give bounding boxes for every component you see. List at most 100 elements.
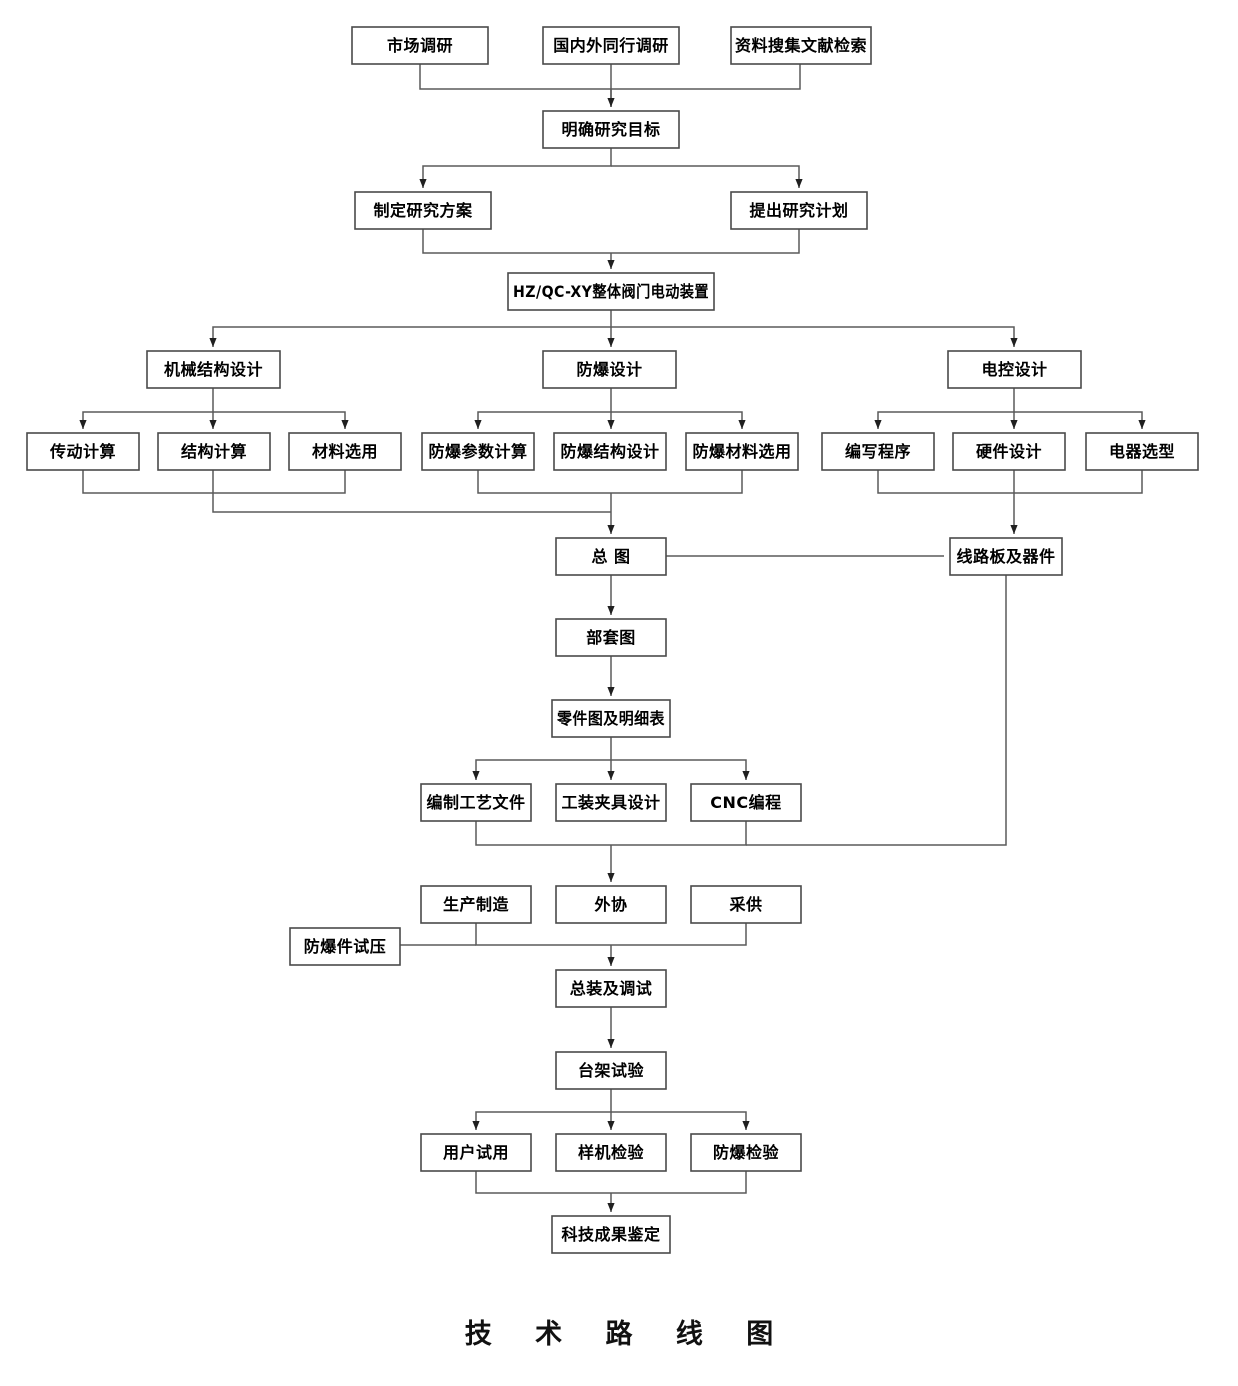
- flow-node[interactable]: 防爆设计: [542, 350, 677, 389]
- flow-node[interactable]: 科技成果鉴定: [551, 1215, 671, 1254]
- flow-node-box[interactable]: [542, 350, 677, 389]
- flow-node[interactable]: 防爆参数计算: [421, 432, 535, 471]
- flow-node[interactable]: 市场调研: [351, 26, 489, 65]
- flow-node-box[interactable]: [420, 885, 532, 924]
- flow-node[interactable]: HZ/QC-XY整体阀门电动装置: [507, 272, 715, 311]
- arrow-head: [1010, 338, 1018, 347]
- flow-node-label: 硬件设计: [976, 442, 1042, 461]
- flow-node[interactable]: 材料选用: [288, 432, 402, 471]
- flow-node[interactable]: 防爆检验: [690, 1133, 802, 1172]
- flow-node-box[interactable]: [555, 618, 667, 657]
- flow-node-box[interactable]: [157, 432, 271, 471]
- flow-node-box[interactable]: [421, 432, 535, 471]
- flow-node[interactable]: 生产制造: [420, 885, 532, 924]
- flow-node[interactable]: 传动计算: [26, 432, 140, 471]
- flow-node[interactable]: 部套图: [555, 618, 667, 657]
- arrow-head: [1010, 525, 1018, 534]
- flow-node[interactable]: 编制工艺文件: [420, 783, 532, 822]
- flow-node-box[interactable]: [690, 1133, 802, 1172]
- flow-node-box[interactable]: [553, 432, 667, 471]
- arrow-head: [1010, 420, 1018, 429]
- flow-node[interactable]: 工装夹具设计: [555, 783, 667, 822]
- flow-node[interactable]: 防爆材料选用: [685, 432, 799, 471]
- flow-node-label: 编制工艺文件: [426, 793, 525, 812]
- flow-node-box[interactable]: [555, 885, 667, 924]
- flow-node[interactable]: 电器选型: [1085, 432, 1199, 471]
- flow-node[interactable]: 外协: [555, 885, 667, 924]
- flow-node-box[interactable]: [555, 1051, 667, 1090]
- flow-node[interactable]: 总装及调试: [555, 969, 667, 1008]
- flow-node[interactable]: 防爆结构设计: [553, 432, 667, 471]
- flow-node[interactable]: 台架试验: [555, 1051, 667, 1090]
- flow-node-box[interactable]: [949, 537, 1063, 576]
- flow-node-box[interactable]: [690, 783, 802, 822]
- flow-node-label: 采供: [728, 895, 762, 914]
- flow-node-box[interactable]: [288, 432, 402, 471]
- flow-node[interactable]: 采供: [690, 885, 802, 924]
- flow-node[interactable]: 电控设计: [947, 350, 1082, 389]
- flow-node[interactable]: 防爆件试压: [289, 927, 401, 966]
- flow-node-box[interactable]: [351, 26, 489, 65]
- flow-node[interactable]: 零件图及明细表: [551, 699, 671, 738]
- arrow-head: [1138, 420, 1146, 429]
- flow-node[interactable]: CNC编程: [690, 783, 802, 822]
- arrow-head: [607, 1203, 615, 1212]
- flow-node[interactable]: 提出研究计划: [730, 191, 868, 230]
- connector-line: [213, 411, 346, 429]
- flow-node-box[interactable]: [26, 432, 140, 471]
- flow-node-box[interactable]: [146, 350, 281, 389]
- flow-node-label: 机械结构设计: [164, 360, 263, 379]
- arrow-head: [742, 1121, 750, 1130]
- arrow-head: [607, 98, 615, 107]
- flow-node[interactable]: 硬件设计: [952, 432, 1066, 471]
- flow-node-box[interactable]: [507, 272, 715, 311]
- flow-node[interactable]: 制定研究方案: [354, 191, 492, 230]
- flow-node-label: 国内外同行调研: [553, 36, 669, 55]
- arrow-head: [472, 1121, 480, 1130]
- flow-node[interactable]: 结构计算: [157, 432, 271, 471]
- arrow-head: [472, 771, 480, 780]
- flow-node-box[interactable]: [1085, 432, 1199, 471]
- flow-node-box[interactable]: [730, 26, 872, 65]
- flow-node-box[interactable]: [952, 432, 1066, 471]
- connector-line: [475, 1089, 612, 1130]
- flow-node-label: 提出研究计划: [749, 201, 848, 220]
- flow-node[interactable]: 编写程序: [821, 432, 935, 471]
- flow-node-label: 编写程序: [845, 442, 911, 461]
- flow-node-label: 防爆结构设计: [560, 442, 659, 461]
- flow-node-box[interactable]: [730, 191, 868, 230]
- flow-node-box[interactable]: [821, 432, 935, 471]
- flow-node-box[interactable]: [542, 26, 680, 65]
- connector-line: [422, 229, 800, 254]
- flow-node-label: 工装夹具设计: [561, 793, 660, 812]
- flow-node-box[interactable]: [947, 350, 1082, 389]
- flow-node-box[interactable]: [542, 110, 680, 149]
- arrow-head: [607, 1121, 615, 1130]
- flow-node[interactable]: 资料搜集文献检索: [730, 26, 872, 65]
- flow-node[interactable]: 总 图: [555, 537, 667, 576]
- flow-node[interactable]: 明确研究目标: [542, 110, 680, 149]
- flow-node-box[interactable]: [555, 783, 667, 822]
- flow-node-box[interactable]: [555, 969, 667, 1008]
- flow-node[interactable]: 样机检验: [555, 1133, 667, 1172]
- flow-node-box[interactable]: [289, 927, 401, 966]
- flow-node[interactable]: 国内外同行调研: [542, 26, 680, 65]
- flow-node[interactable]: 机械结构设计: [146, 350, 281, 389]
- flow-node-box[interactable]: [420, 783, 532, 822]
- flow-node-box[interactable]: [555, 1133, 667, 1172]
- flow-node-box[interactable]: [685, 432, 799, 471]
- connector-line: [419, 64, 801, 90]
- flow-node-box[interactable]: [551, 1215, 671, 1254]
- flow-node[interactable]: 线路板及器件: [949, 537, 1063, 576]
- flow-node[interactable]: 用户试用: [420, 1133, 532, 1172]
- flow-node-box[interactable]: [555, 537, 667, 576]
- page-title: 技 术 路 线 图: [464, 1319, 791, 1350]
- flow-node-box[interactable]: [551, 699, 671, 738]
- flow-node-box[interactable]: [420, 1133, 532, 1172]
- connector-line: [212, 470, 611, 513]
- flow-node-box[interactable]: [354, 191, 492, 230]
- flow-node-box[interactable]: [690, 885, 802, 924]
- arrow-head: [607, 420, 615, 429]
- arrow-head: [795, 179, 803, 188]
